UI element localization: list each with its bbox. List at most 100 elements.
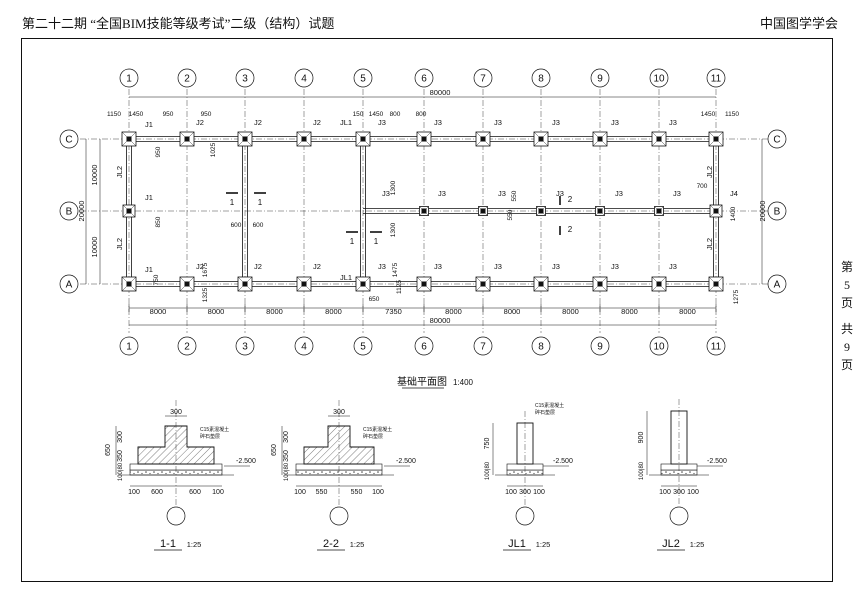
grid-label-A: A <box>774 280 781 291</box>
footing-label: J2 <box>196 262 204 271</box>
grid-bubble <box>294 336 314 356</box>
total-number: 9 <box>844 340 850 354</box>
offset-dimension: 1325 <box>202 287 209 302</box>
grid-label-8: 8 <box>538 74 544 85</box>
beam-label: JL2 <box>705 166 714 178</box>
grid-bubble <box>590 336 610 356</box>
grid-bubble <box>59 129 79 149</box>
offset-dimension: 1025 <box>210 142 217 157</box>
bay-spacing: 8000 <box>325 307 342 316</box>
grid-bubble <box>706 336 726 356</box>
section-label: 1-1 <box>160 538 176 550</box>
base-width: 100 <box>659 489 671 496</box>
column-stub <box>421 208 427 214</box>
grid-label-2: 2 <box>184 342 190 353</box>
footing-label: J4 <box>730 189 738 198</box>
beam-label: JL2 <box>705 238 714 250</box>
offset-dimension: 1450 <box>369 111 384 118</box>
grid-bubble <box>59 201 79 221</box>
bay-spacing: 8000 <box>504 307 521 316</box>
column-stub <box>597 281 603 287</box>
height-dim: 900 <box>638 432 645 444</box>
column-stub <box>421 136 427 142</box>
grid-label-4: 4 <box>301 74 307 85</box>
drawing-frame <box>21 38 833 582</box>
base-width: 100 <box>212 489 224 496</box>
height-dim: 650 <box>105 444 112 456</box>
height-dim: 300 <box>117 431 124 443</box>
offset-dimension: 550 <box>507 209 514 220</box>
footing-label: J3 <box>669 118 677 127</box>
offset-dimension: 1300 <box>390 222 397 237</box>
section-label: JL2 <box>662 538 680 550</box>
column-stub <box>360 136 366 142</box>
base-width: 600 <box>189 489 201 496</box>
base-width: 550 <box>351 489 363 496</box>
section-scale: 1:25 <box>350 540 365 549</box>
footing-label: J3 <box>494 262 502 271</box>
grid-bubble <box>353 336 373 356</box>
grid-bubble <box>294 68 314 88</box>
footing-label: J3 <box>434 262 442 271</box>
grid-bubble <box>353 68 373 88</box>
beam-label: JL1 <box>340 118 352 127</box>
offset-dimension: 1125 <box>396 280 403 294</box>
column-stub <box>713 136 719 142</box>
page-counter: 第 5 页 共 9 页 <box>836 258 858 374</box>
material-note: 碎石垫层 <box>535 409 555 416</box>
column-stub <box>126 208 132 214</box>
height-dim: 650 <box>271 444 278 456</box>
footing-label: J3 <box>378 118 386 127</box>
section-label: JL1 <box>508 538 526 550</box>
grid-bubble <box>235 336 255 356</box>
bay-spacing: 8000 <box>208 307 225 316</box>
footing-label: J1 <box>145 193 153 202</box>
grid-bubble <box>473 68 493 88</box>
footing-label: J3 <box>498 189 506 198</box>
height-dim: 100|80 <box>284 462 290 481</box>
footing-label: J3 <box>611 118 619 127</box>
column-stub <box>656 208 662 214</box>
beam-label: JL2 <box>115 166 124 178</box>
offset-dimension: 700 <box>697 183 708 190</box>
elevation-label: -2.500 <box>553 458 573 465</box>
height-dim: 100|80 <box>639 461 645 480</box>
grid-label-5: 5 <box>360 74 366 85</box>
axis-bubble <box>166 506 186 526</box>
column-stub <box>242 136 248 142</box>
offset-dimension: 1475 <box>392 262 399 277</box>
grid-label-A: A <box>66 280 73 291</box>
section-cut-number: 1 <box>230 198 235 207</box>
material-note: C15素混凝土 <box>200 426 229 433</box>
elevation-label: -2.500 <box>707 458 727 465</box>
sheet-header-title: 第二十二期 “全国BIM技能等级考试”二级（结构）试题 <box>22 16 335 31</box>
height-dim: 750 <box>484 438 491 450</box>
column-stub <box>360 281 366 287</box>
column-stub <box>656 136 662 142</box>
column-stub <box>184 136 190 142</box>
grid-label-1: 1 <box>126 74 132 85</box>
total-unit: 页 <box>840 358 853 372</box>
grid-bubble <box>649 336 669 356</box>
footing-label: J3 <box>552 118 560 127</box>
offset-dimension: 950 <box>155 146 162 157</box>
grid-label-6: 6 <box>421 74 427 85</box>
grid-label-3: 3 <box>242 342 248 353</box>
footing-label: J3 <box>382 189 390 198</box>
column-stub <box>656 281 662 287</box>
grid-label-7: 7 <box>480 74 486 85</box>
base-width: 600 <box>151 489 163 496</box>
offset-dimension: 800 <box>390 111 401 118</box>
footing-label: J3 <box>556 189 564 198</box>
span-spacing: 10000 <box>90 165 99 186</box>
grid-label-C: C <box>773 135 780 146</box>
offset-dimension: 1400 <box>730 206 737 221</box>
column-stub <box>538 136 544 142</box>
offset-dimension: 550 <box>511 190 518 201</box>
offset-dimension: 1275 <box>733 289 740 304</box>
footing-label: J3 <box>438 189 446 198</box>
footing-label: J3 <box>378 262 386 271</box>
